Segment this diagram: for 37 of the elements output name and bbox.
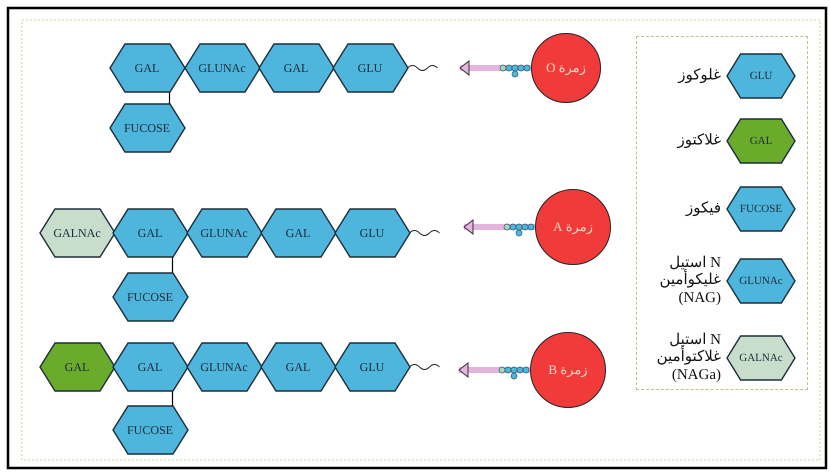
arrow (464, 220, 535, 234)
sugar-hexagon: GAL (260, 343, 336, 391)
sugar-hexagon: FUCOSE (112, 406, 188, 454)
sugar-hexagon: GLUNAc (186, 343, 262, 391)
node-label: N استيل غليكوأمين (NAG) (658, 255, 721, 307)
link-line (168, 92, 170, 104)
sugar-hexagon: GLUNAc (727, 259, 795, 303)
sugar-hexagon: GLU (727, 54, 795, 98)
legend-panel (636, 36, 808, 390)
sugar-hexagon: GLU (334, 209, 410, 257)
sugar-hexagon: FUCOSE (112, 273, 188, 321)
sugar-hexagon: GLU (332, 44, 408, 92)
sugar-hexagon: GAL (260, 209, 336, 257)
arrow (460, 60, 531, 76)
cell-circle: زمرة A (535, 189, 611, 265)
sugar-hexagon: GLUNAc (186, 209, 262, 257)
sugar-hexagon: GAL (727, 119, 795, 163)
sugar-hexagon: GLU (334, 343, 410, 391)
sugar-hexagon: GAL (258, 44, 334, 92)
sugar-hexagon: GAL (112, 343, 188, 391)
sugar-hexagon: GLUNAc (184, 44, 260, 92)
link-line (172, 391, 174, 406)
link-line (172, 257, 174, 273)
cell-circle: زمرة O (531, 33, 601, 103)
sugar-hexagon: GALNAc (40, 209, 114, 257)
sugar-hexagon: GAL (40, 343, 114, 391)
sugar-hexagon: GAL (110, 44, 184, 92)
sugar-hexagon: FUCOSE (110, 104, 184, 152)
cell-circle: زمرة B (530, 332, 606, 408)
arrow (458, 362, 530, 378)
node-label: N استيل غلاكتوأمين (NAGa) (656, 332, 721, 384)
sugar-hexagon: FUCOSE (727, 187, 795, 231)
sugar-hexagon: GALNAc (727, 336, 795, 380)
node-label: غلوكوز (676, 67, 721, 85)
sugar-hexagon: GAL (112, 209, 188, 257)
node-label: غلاكتوز (676, 132, 721, 150)
node-label: فيكوز (684, 200, 721, 218)
